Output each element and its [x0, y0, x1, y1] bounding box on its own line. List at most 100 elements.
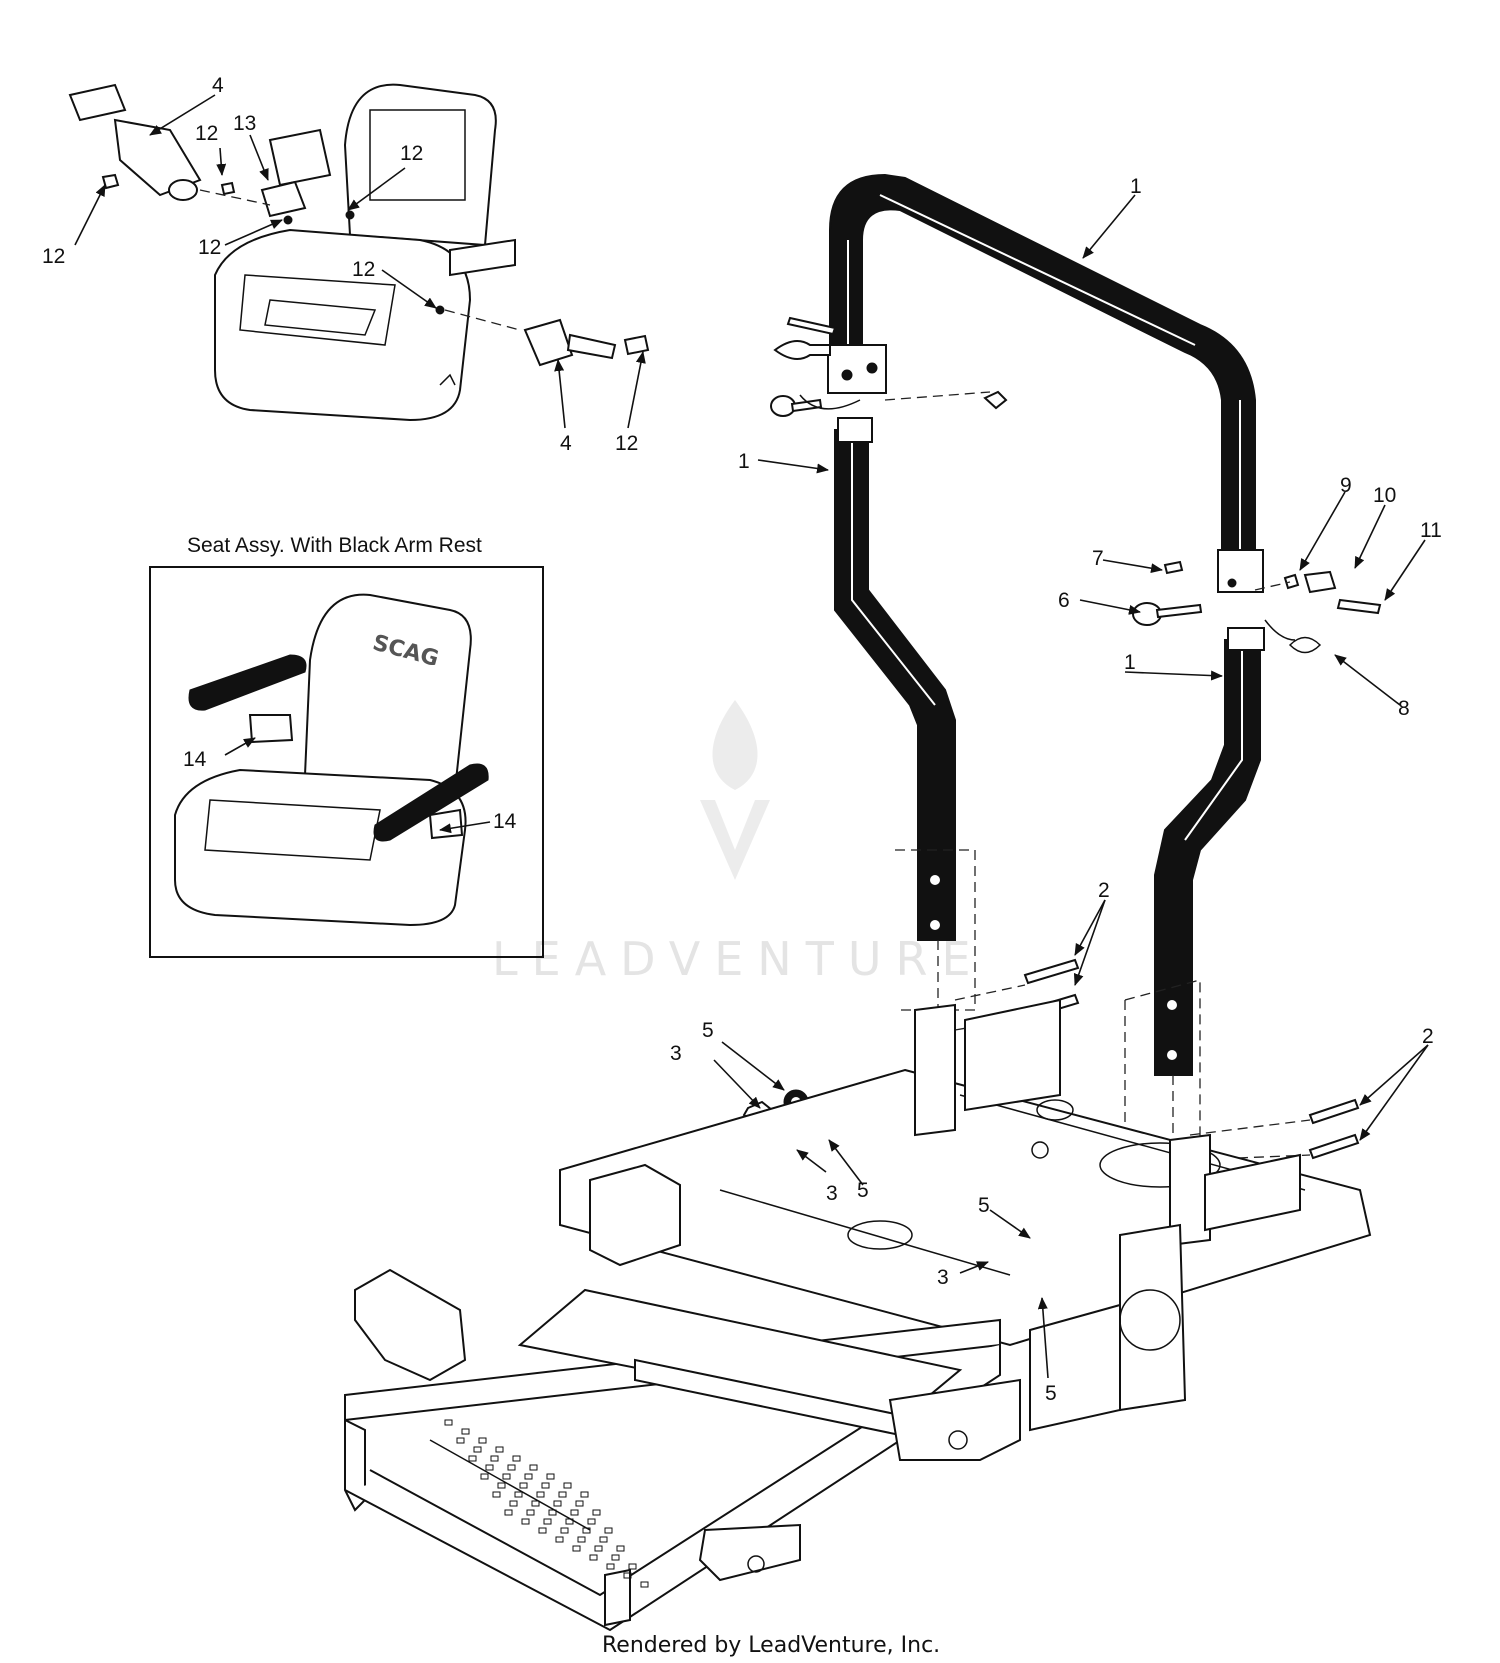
floor-hole — [604, 1527, 613, 1534]
chassis-frame — [344, 998, 1372, 1632]
floor-hole — [558, 1491, 567, 1498]
floor-hole — [555, 1536, 564, 1543]
callout-14-left: 14 — [183, 748, 207, 771]
callout-2-upper: 2 — [1098, 879, 1110, 902]
callout-5-right-upper: 5 — [978, 1194, 990, 1217]
floor-hole — [616, 1545, 625, 1552]
floor-hole — [519, 1482, 528, 1489]
callout-12-f: 12 — [615, 432, 638, 455]
callout-5-middle: 5 — [857, 1179, 869, 1202]
floor-hole — [541, 1482, 550, 1489]
floor-hole — [497, 1482, 506, 1489]
floor-hole — [531, 1500, 540, 1507]
floor-hole — [611, 1554, 620, 1561]
floor-hole — [514, 1491, 523, 1498]
floor-hole — [575, 1500, 584, 1507]
floor-hole — [543, 1518, 552, 1525]
callout-4-bottom: 4 — [560, 432, 572, 455]
floor-hole — [640, 1581, 649, 1588]
callout-14-right: 14 — [493, 810, 517, 833]
floor-hole — [444, 1419, 453, 1426]
floor-hole — [536, 1491, 545, 1498]
roll-bar-lower-right — [1154, 627, 1265, 1076]
floor-hole — [565, 1518, 574, 1525]
floor-hole — [589, 1554, 598, 1561]
floor-hole — [512, 1455, 521, 1462]
callout-9: 9 — [1340, 474, 1352, 497]
callout-6: 6 — [1058, 589, 1070, 612]
floor-hole — [502, 1473, 511, 1480]
floor-hole — [582, 1527, 591, 1534]
floor-hole — [529, 1464, 538, 1471]
right-joint-hardware — [1132, 560, 1382, 654]
floor-hole — [492, 1491, 501, 1498]
callout-13: 13 — [233, 112, 256, 135]
floor-hole — [563, 1482, 572, 1489]
floor-hole — [548, 1509, 557, 1516]
watermark-text: LEADVENTURE — [492, 932, 985, 986]
floor-hole — [546, 1473, 555, 1480]
callout-10: 10 — [1373, 484, 1396, 507]
leader-lines — [74, 94, 1429, 1379]
floor-hole — [570, 1509, 579, 1516]
floor-hole — [507, 1464, 516, 1471]
floor-hole — [521, 1518, 530, 1525]
callout-3-lower: 3 — [937, 1266, 949, 1289]
floor-hole — [495, 1446, 504, 1453]
floor-hole — [504, 1509, 513, 1516]
callout-labels: 4 12 13 12 12 12 12 4 12 1 1 1 7 6 9 10 … — [42, 74, 1442, 1405]
inset-seat-black-arm-rest: Seat Assy. With Black Arm Rest SCAG — [149, 534, 544, 958]
floor-hole — [599, 1536, 608, 1543]
callout-12-b: 12 — [400, 142, 423, 165]
callout-1-top: 1 — [1130, 175, 1142, 198]
seat-belt-left — [68, 83, 307, 225]
floor-hole — [526, 1509, 535, 1516]
floor-hole — [485, 1464, 494, 1471]
floor-hole — [509, 1500, 518, 1507]
floor-hole — [461, 1428, 470, 1435]
callout-3-upper: 3 — [670, 1042, 682, 1065]
floor-hole — [580, 1491, 589, 1498]
callout-11: 11 — [1420, 519, 1442, 542]
watermark: LEADVENTURE — [492, 700, 985, 986]
callout-3-middle: 3 — [826, 1182, 838, 1205]
callout-5-lower: 5 — [1045, 1382, 1057, 1405]
floor-hole — [468, 1455, 477, 1462]
floor-hole — [572, 1545, 581, 1552]
callout-1-right: 1 — [1124, 651, 1136, 674]
seat-belt-right — [444, 309, 650, 367]
callout-4-top: 4 — [212, 74, 224, 97]
callout-1-left: 1 — [738, 450, 750, 473]
floor-hole — [577, 1536, 586, 1543]
floor-hole — [473, 1446, 482, 1453]
floor-hole — [524, 1473, 533, 1480]
callout-7: 7 — [1092, 547, 1104, 570]
floor-hole — [478, 1437, 487, 1444]
floor-hole — [587, 1518, 596, 1525]
inset-title: Seat Assy. With Black Arm Rest — [187, 534, 482, 557]
floor-hole — [490, 1455, 499, 1462]
floor-hole — [628, 1563, 637, 1570]
callout-12-a: 12 — [195, 122, 218, 145]
floor-hole — [623, 1572, 632, 1579]
floor-hole — [553, 1500, 562, 1507]
floor-hole — [560, 1527, 569, 1534]
floor-hole — [606, 1563, 615, 1570]
seat-assembly — [214, 83, 516, 422]
callout-8: 8 — [1398, 697, 1410, 720]
callout-2-right: 2 — [1422, 1025, 1434, 1048]
callout-12-c: 12 — [42, 245, 65, 268]
upper-joint-hardware — [770, 316, 1008, 417]
callout-5-upper: 5 — [702, 1019, 714, 1042]
callout-12-d: 12 — [198, 236, 221, 259]
roll-bar-lower-left — [834, 417, 956, 941]
floor-hole — [538, 1527, 547, 1534]
roll-bar-upper — [827, 173, 1264, 593]
callout-12-e: 12 — [352, 258, 375, 281]
floor-hole — [456, 1437, 465, 1444]
floor-plate-holes — [444, 1419, 649, 1588]
floor-hole — [594, 1545, 603, 1552]
floor-hole — [592, 1509, 601, 1516]
footer-credit: Rendered by LeadVenture, Inc. — [602, 1633, 940, 1658]
